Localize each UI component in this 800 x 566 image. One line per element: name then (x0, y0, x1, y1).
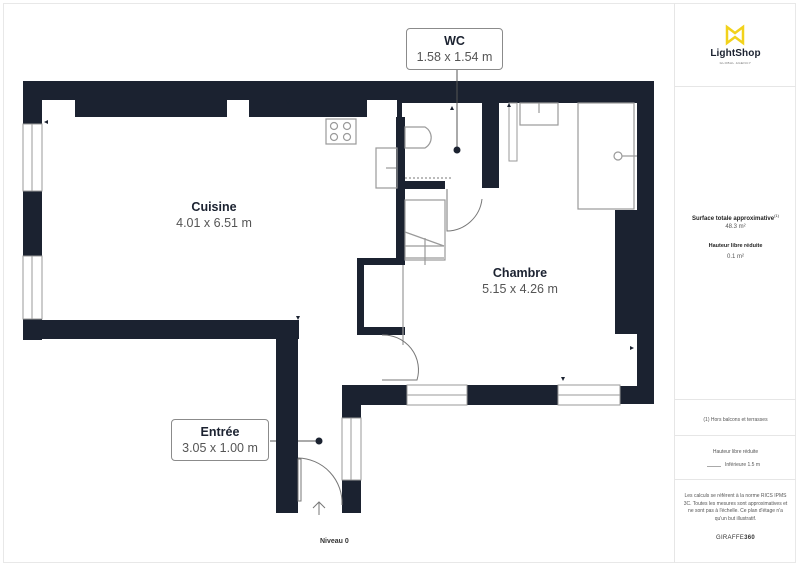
room-dimensions: 4.01 x 6.51 m (176, 216, 252, 230)
callout-wc: WC 1.58 x 1.54 m (406, 28, 503, 70)
logo-name: LightShop (710, 48, 761, 59)
surface-title: Surface totale approximative(1) (675, 213, 796, 222)
brand-prefix: GIRAFFE (715, 535, 745, 541)
room-name: Cuisine (191, 200, 237, 214)
room-chambre: Chambre 5.15 x 4.26 m (482, 266, 558, 297)
brand-mark: GIRAFFE360 (675, 535, 796, 541)
surface-title-text: Surface totale approximative (692, 216, 775, 222)
floor-plan: Cuisine 4.01 x 6.51 m Chambre 5.15 x 4.2… (22, 28, 654, 545)
info-sidebar: LightShop GLOBAL AGENCY Surface totale a… (674, 3, 796, 563)
page-frame (3, 3, 796, 563)
reduced-height-title: Hauteur libre réduite (708, 243, 763, 249)
legend-section: Hauteur libre réduite Inférieure 1.5 m (675, 436, 796, 480)
callout-entree: Entrée 3.05 x 1.00 m (171, 419, 269, 461)
windows (22, 102, 621, 481)
room-name: WC (444, 34, 465, 48)
legend-line-swatch (707, 466, 721, 467)
fixtures (325, 102, 637, 345)
entry-arrow-icon (312, 501, 326, 515)
logo-tagline: GLOBAL AGENCY (719, 61, 752, 65)
bowtie-logo-icon (725, 24, 745, 46)
footnote-text: (1) Hors balcons et terrasses (703, 417, 768, 423)
footnote-section: (1) Hors balcons et terrasses (675, 400, 796, 436)
reduced-height-value: 0.1 m² (726, 254, 744, 260)
level-label: Niveau 0 (320, 538, 349, 545)
room-dimensions: 1.58 x 1.54 m (416, 50, 493, 64)
surface-value: 48.3 m² (725, 224, 746, 230)
room-dimensions: 5.15 x 4.26 m (482, 282, 558, 296)
legend-title: Hauteur libre réduite (712, 449, 759, 455)
height-markers (44, 100, 634, 381)
footnote-mark: (1) (774, 213, 779, 218)
disclaimer-text: Les calculs se réfèrent à la norme RICS … (683, 493, 788, 522)
room-dimensions: 3.05 x 1.00 m (182, 441, 258, 455)
disclaimer-section: Les calculs se réfèrent à la norme RICS … (675, 480, 796, 563)
room-name: Chambre (492, 266, 548, 280)
light-fixtures (270, 69, 461, 445)
surface-section: Surface totale approximative(1) 48.3 m² … (675, 87, 796, 400)
floor-plan-drawing (22, 69, 654, 515)
logo-section: LightShop GLOBAL AGENCY (675, 3, 796, 87)
legend-line-label: Inférieure 1.5 m (725, 462, 761, 468)
doors (297, 177, 483, 506)
brand-suffix: 360 (744, 535, 756, 541)
room-name: Entrée (200, 425, 240, 439)
room-cuisine: Cuisine 4.01 x 6.51 m (176, 200, 252, 231)
walls (23, 81, 654, 513)
